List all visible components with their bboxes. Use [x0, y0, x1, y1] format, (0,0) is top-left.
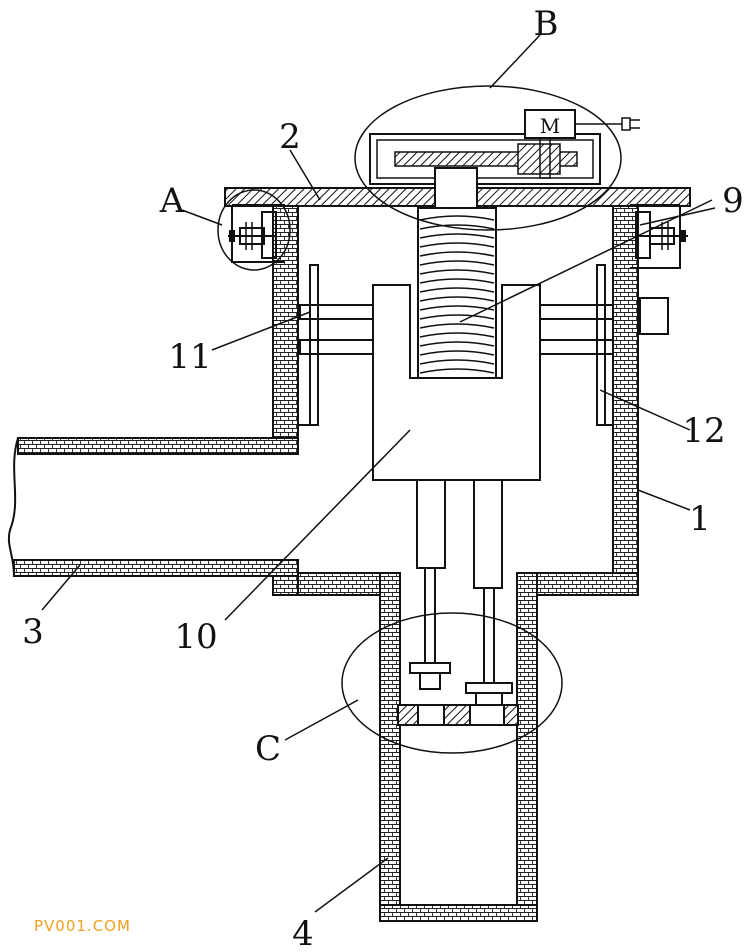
thread-line: [419, 359, 495, 365]
label-1: 1: [689, 499, 711, 539]
thread-line: [419, 314, 495, 320]
thread-line: [419, 323, 495, 329]
detail-circle-b: [354, 85, 622, 231]
leader-lines: [41, 34, 716, 913]
side-box: [639, 297, 669, 335]
push-rods: [397, 479, 519, 726]
thread-line: [419, 368, 495, 374]
clamp-right: [630, 204, 688, 269]
watermark: PV001.COM: [34, 917, 131, 935]
label-a: A: [159, 181, 185, 221]
thread-line: [419, 287, 495, 293]
screw-shaft: [417, 207, 497, 379]
thread-line: [419, 242, 495, 248]
thread-line: [419, 251, 495, 257]
detail-circle-a: [217, 189, 291, 271]
inlet-pipe: [7, 437, 299, 577]
thread-line: [419, 341, 495, 347]
label-b: B: [534, 4, 559, 44]
label-2: 2: [279, 117, 301, 157]
label-11: 11: [168, 337, 211, 377]
detail-circle-c: [341, 612, 563, 754]
label-c: C: [255, 729, 281, 769]
housing-body: [272, 199, 639, 596]
thread-line: [419, 224, 495, 230]
thread-line: [419, 269, 495, 275]
label-10: 10: [174, 617, 217, 657]
label-4: 4: [292, 914, 314, 952]
label-9: 9: [722, 181, 744, 221]
thread-line: [419, 350, 495, 356]
label-12: 12: [682, 411, 725, 451]
motor-label: M: [540, 114, 560, 138]
thread-line: [419, 296, 495, 302]
clamp-left: [228, 204, 285, 263]
guide-rails: [298, 264, 614, 426]
thread-line: [419, 233, 495, 239]
thread-line: [419, 260, 495, 266]
outlet-pipe: [379, 572, 538, 922]
label-3: 3: [22, 612, 44, 652]
thread-line: [419, 332, 495, 338]
thread-line: [419, 215, 495, 221]
thread-line: [419, 278, 495, 284]
